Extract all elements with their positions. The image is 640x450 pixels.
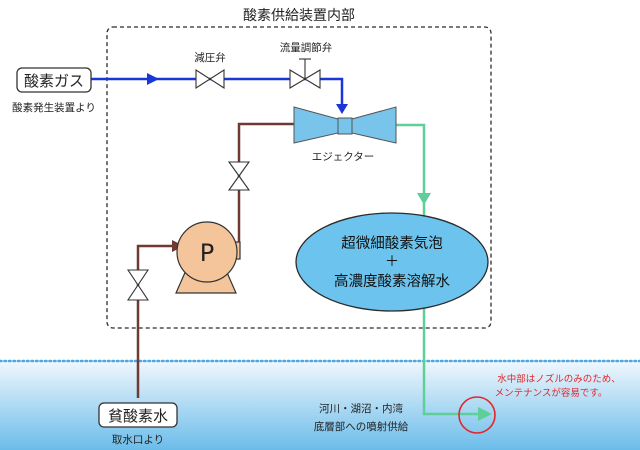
flow-arrow-icon	[336, 104, 348, 114]
control-valve-icon	[289, 58, 321, 89]
flow-arrow-icon	[478, 407, 492, 421]
flow-arrow-icon	[417, 193, 431, 205]
poor-water-box	[98, 402, 178, 428]
oxygen-gas-box	[16, 67, 92, 93]
poor-water-label: 貧酸素水	[108, 407, 168, 425]
note-line2: メンテナンスが容易です。	[495, 387, 608, 399]
nozzle-highlight-icon	[458, 396, 496, 434]
ejector-icon	[293, 106, 397, 144]
ejector-label: エジェクター	[312, 151, 375, 163]
supply-line1: 河川・湖沼・内湾	[319, 402, 403, 415]
oxygen-gas-label: 酸素ガス	[24, 72, 84, 90]
gate-valve-icon	[195, 68, 225, 90]
flow-arrow-icon	[147, 73, 159, 85]
bubble-ellipse	[295, 212, 489, 312]
intake-label: 取水口より	[112, 434, 164, 446]
pump-label: P	[200, 239, 214, 267]
result-line1: 超微細酸素気泡	[341, 235, 443, 252]
flow-valve-label: 流量調節弁	[280, 41, 333, 54]
note-line1: 水中部はノズルのみのため、	[497, 373, 621, 385]
pump-icon	[175, 221, 241, 294]
device-boundary	[106, 26, 492, 329]
gate-valve-icon	[126, 269, 150, 301]
result-plus: ＋	[385, 254, 399, 270]
supply-line2: 底層部への噴射供給	[314, 420, 409, 433]
gate-valve-icon	[227, 161, 251, 191]
oxygen-gas-source: 酸素発生装置より	[12, 101, 96, 114]
result-line2: 高濃度酸素溶解水	[334, 273, 450, 290]
oxygen-gas-pipe	[89, 73, 348, 114]
device-title: 酸素供給装置内部	[243, 8, 355, 24]
reducing-valve-label: 減圧弁	[194, 51, 226, 64]
